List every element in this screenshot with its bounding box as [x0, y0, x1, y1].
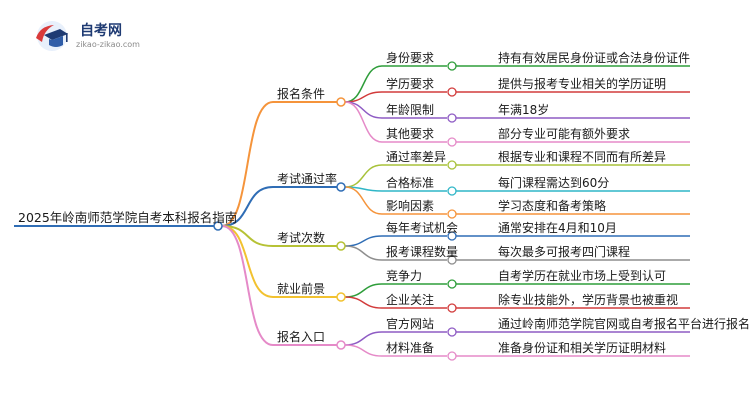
leaf-node: [447, 279, 457, 289]
leaf-connector: [344, 101, 383, 119]
leaf-connector: [344, 186, 383, 215]
branch-label: 就业前景: [277, 282, 326, 296]
leaf-node: [447, 186, 457, 196]
branch-node: [336, 241, 346, 251]
branch-label: 考试通过率: [277, 172, 338, 186]
leaf-node: [447, 113, 457, 123]
leaf-label: 报考课程数量: [386, 245, 459, 259]
branch-node: [336, 97, 346, 107]
leaf-node: [447, 327, 457, 337]
logo-icon: [36, 21, 68, 51]
branch-node: [336, 182, 346, 192]
root-node: [213, 221, 223, 231]
branch-connector: [221, 225, 274, 247]
leaf-connector: [344, 331, 383, 346]
leaf-label: 年龄限制: [386, 103, 435, 117]
detail-label: 每门课程需达到60分: [498, 176, 610, 190]
detail-label: 准备身份证和相关学历证明材料: [498, 341, 667, 355]
leaf-connector: [344, 101, 383, 143]
leaf-node: [447, 61, 457, 71]
leaf-node: [447, 255, 457, 265]
detail-label: 根据专业和课程不同而有所差异: [498, 150, 667, 164]
detail-label: 自考学历在就业市场上受到认可: [498, 269, 667, 283]
leaf-connector: [344, 296, 383, 309]
branch-node: [336, 292, 346, 302]
branch-connector: [221, 101, 274, 227]
leaf-node: [447, 160, 457, 170]
leaf-label: 影响因素: [386, 199, 435, 213]
root-topic: 2025年岭南师范学院自考本科报名指南: [18, 210, 238, 225]
branch-connector: [221, 225, 274, 346]
detail-label: 通过岭南师范学院官网或自考报名平台进行报名: [498, 317, 750, 331]
leaf-label: 竞争力: [386, 269, 423, 283]
detail-label: 年满18岁: [498, 103, 550, 117]
leaf-label: 企业关注: [386, 293, 435, 307]
leaf-node: [447, 231, 457, 241]
branch-label: 考试次数: [277, 231, 326, 245]
mindmap-connectors: [14, 65, 690, 357]
mindmap-nodes: [213, 61, 457, 361]
branch-label: 报名入口: [277, 330, 326, 344]
branch-connector: [221, 186, 274, 227]
leaf-node: [447, 87, 457, 97]
branch-label: 报名条件: [277, 87, 326, 101]
leaf-label: 学历要求: [386, 77, 435, 91]
leaf-label: 其他要求: [386, 127, 435, 141]
leaf-label: 通过率差异: [386, 150, 447, 164]
leaf-connector: [344, 164, 383, 188]
detail-label: 学习态度和备考策略: [498, 199, 607, 213]
detail-label: 部分专业可能有额外要求: [498, 127, 631, 141]
detail-label: 提供与报考专业相关的学历证明: [498, 77, 667, 91]
leaf-connector: [344, 344, 383, 357]
leaf-label: 材料准备: [386, 341, 435, 355]
leaf-label: 身份要求: [386, 51, 435, 65]
leaf-node: [447, 137, 457, 147]
detail-label: 每次最多可报考四门课程: [498, 245, 631, 259]
detail-label: 除专业技能外，学历背景也被重视: [498, 293, 679, 307]
site-logo[interactable]: 自考网 zikao-zikao.com: [30, 18, 170, 54]
leaf-connector: [344, 235, 383, 247]
leaf-label: 官方网站: [386, 317, 435, 331]
leaf-connector: [344, 65, 383, 103]
logo-title: 自考网: [80, 23, 122, 39]
leaf-connector: [344, 245, 383, 261]
logo-subtitle: zikao-zikao.com: [76, 40, 140, 49]
leaf-connector: [344, 283, 383, 298]
detail-label: 通常安排在4月和10月: [498, 221, 617, 235]
leaf-node: [447, 303, 457, 313]
leaf-label: 每年考试机会: [386, 221, 459, 235]
leaf-node: [447, 351, 457, 361]
leaf-label: 合格标准: [386, 176, 435, 190]
branch-node: [336, 340, 346, 350]
detail-label: 持有有效居民身份证或合法身份证件: [498, 51, 691, 65]
leaf-node: [447, 209, 457, 219]
